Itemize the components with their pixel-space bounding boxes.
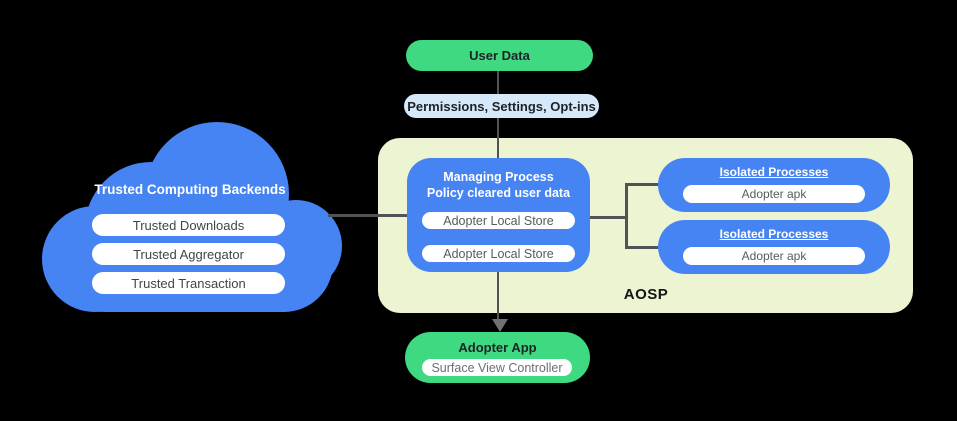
connector-permissions-managing [497, 118, 499, 158]
connector-userdata-permissions [497, 71, 499, 94]
isolated-process-box-1: Isolated Processes Adopter apk [658, 158, 890, 212]
adopter-apk-pill: Adopter apk [683, 247, 865, 265]
adopter-app-box: Adopter App Surface View Controller [405, 332, 590, 383]
surface-view-controller-pill: Surface View Controller [422, 359, 572, 376]
managing-process-title: Managing Process Policy cleared user dat… [407, 170, 590, 201]
adopter-app-title: Adopter App [458, 340, 537, 355]
bracket-vertical-line [625, 183, 628, 249]
adopter-apk-pill: Adopter apk [683, 185, 865, 203]
managing-process-box: Managing Process Policy cleared user dat… [407, 158, 590, 272]
connector-cloud-managing [328, 214, 407, 217]
isolated-process-box-2: Isolated Processes Adopter apk [658, 220, 890, 274]
managing-process-title-line2: Policy cleared user data [426, 185, 571, 200]
connector-managing-bracket [590, 216, 627, 219]
branch-to-isolated-1 [627, 183, 658, 186]
permissions-settings-pill: Permissions, Settings, Opt-ins [404, 94, 599, 118]
user-data-pill: User Data [406, 40, 593, 71]
isolated-process-title: Isolated Processes [719, 165, 829, 179]
managing-process-title-line1: Managing Process [443, 170, 554, 184]
cloud-item-trusted-aggregator: Trusted Aggregator [92, 243, 285, 265]
cloud-item-trusted-transaction: Trusted Transaction [92, 272, 285, 294]
adopter-local-store-pill: Adopter Local Store [422, 212, 575, 229]
aosp-label: AOSP [623, 286, 669, 303]
isolated-process-title: Isolated Processes [719, 227, 829, 241]
arrow-down-icon [492, 319, 508, 332]
cloud-title: Trusted Computing Backends [94, 182, 286, 197]
cloud-item-trusted-downloads: Trusted Downloads [92, 214, 285, 236]
adopter-local-store-pill: Adopter Local Store [422, 245, 575, 262]
connector-managing-adopterapp [497, 272, 499, 319]
branch-to-isolated-2 [627, 246, 658, 249]
